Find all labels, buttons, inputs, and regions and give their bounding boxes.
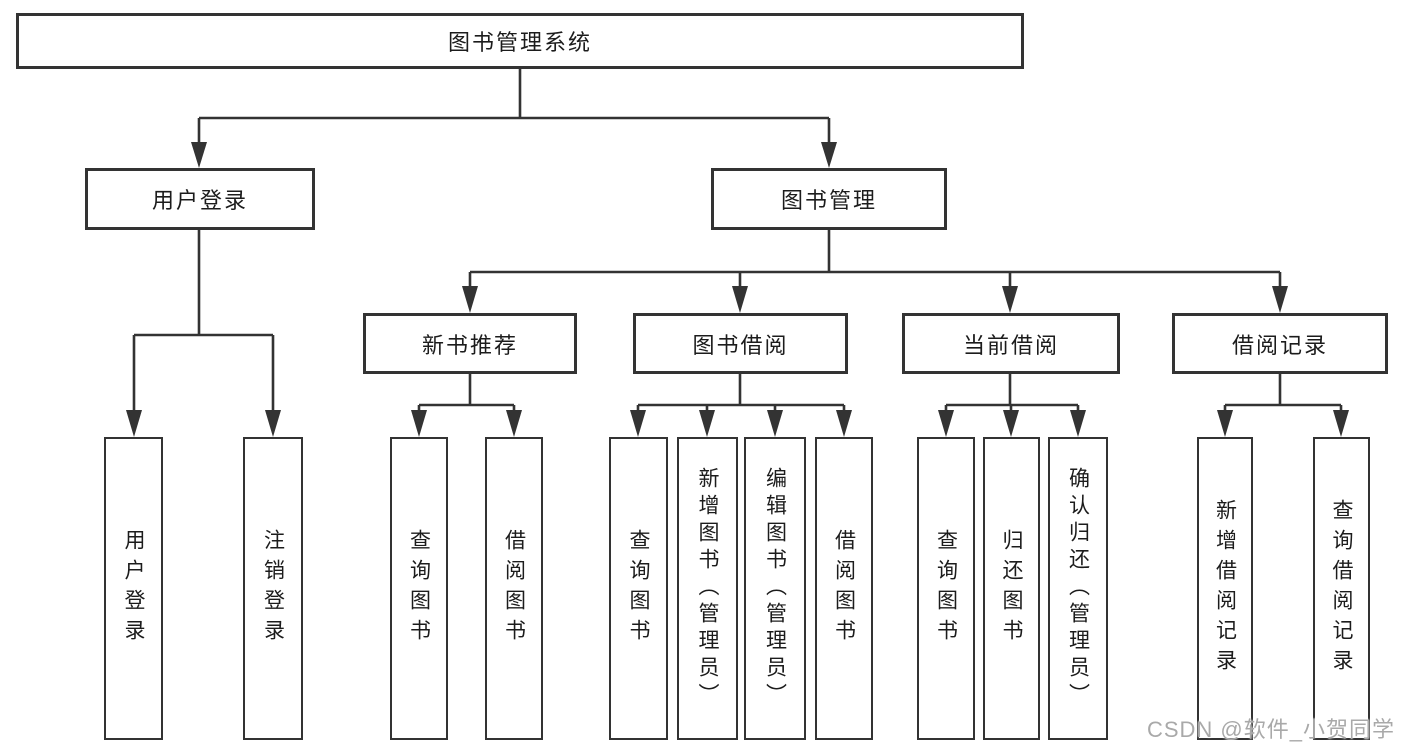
- connector-book-mgmt-to-level3: [468, 230, 1282, 288]
- connector-user-login-to-leaves: [132, 230, 275, 412]
- node-book-borrowing: 图书借阅: [633, 313, 848, 374]
- leaf-query-books-borrow: 查询图书: [609, 437, 668, 740]
- csdn-watermark: CSDN @软件_小贺同学: [1146, 717, 1395, 742]
- node-new-book-recommend: 新书推荐: [363, 313, 577, 374]
- node-library-management-system: 图书管理系统: [16, 13, 1024, 69]
- leaf-query-books-recommend: 查询图书: [390, 437, 448, 740]
- leaf-query-borrow-record: 查询借阅记录: [1313, 437, 1370, 740]
- node-book-management: 图书管理: [711, 168, 947, 230]
- connector-root-to-level2: [197, 69, 831, 144]
- node-current-borrowing: 当前借阅: [902, 313, 1120, 374]
- leaf-user-login: 用户登录: [104, 437, 163, 740]
- connector-new-book-rec-leaves: [417, 374, 516, 412]
- arrowheads-level3: [462, 286, 1288, 313]
- arrowheads-borrow-records-leaves: [1217, 410, 1349, 437]
- leaf-borrow-books: 借阅图书: [815, 437, 873, 740]
- connector-borrow-records-leaves: [1223, 374, 1343, 412]
- node-user-login: 用户登录: [85, 168, 315, 230]
- leaf-add-borrow-record: 新增借阅记录: [1197, 437, 1253, 740]
- arrowheads-user-login-leaves: [126, 410, 281, 437]
- leaf-return-books: 归还图书: [983, 437, 1040, 740]
- arrowheads-new-book-rec-leaves: [411, 410, 522, 437]
- connector-current-borrow-leaves: [944, 374, 1080, 412]
- leaf-add-book-admin: 新增图书（管理员）: [677, 437, 738, 740]
- connector-book-borrow-leaves: [636, 374, 846, 412]
- arrowheads-level2: [191, 142, 837, 168]
- node-borrowing-records: 借阅记录: [1172, 313, 1388, 374]
- arrowheads-current-borrow-leaves: [938, 410, 1086, 437]
- leaf-borrow-books-recommend: 借阅图书: [485, 437, 543, 740]
- arrowheads-book-borrow-leaves: [630, 410, 852, 437]
- leaf-confirm-return-admin: 确认归还（管理员）: [1048, 437, 1108, 740]
- leaf-edit-book-admin: 编辑图书（管理员）: [744, 437, 806, 740]
- leaf-query-books-current: 查询图书: [917, 437, 975, 740]
- leaf-logout: 注销登录: [243, 437, 303, 740]
